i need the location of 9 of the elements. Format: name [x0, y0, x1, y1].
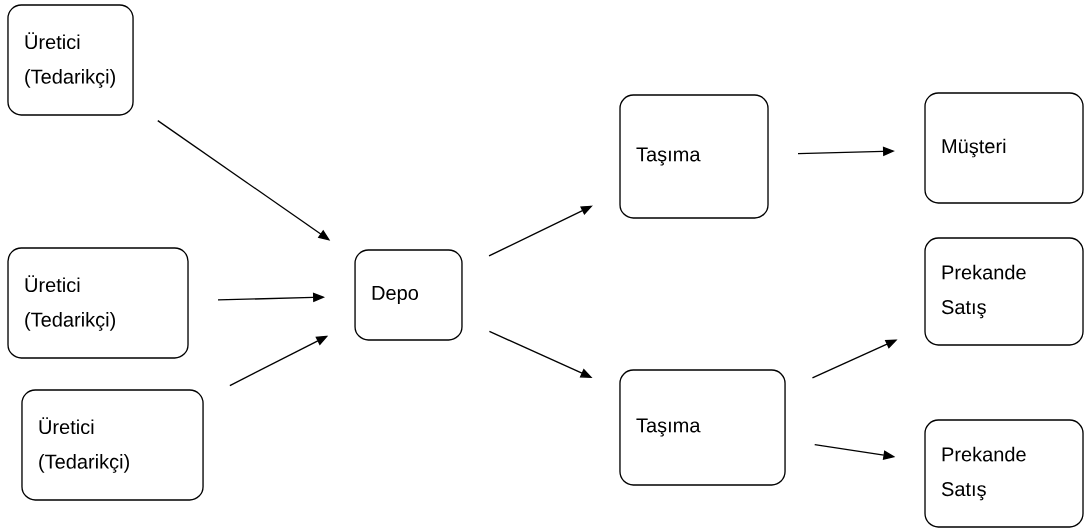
process-box: Üretici (Tedarikçi) — [21, 389, 204, 501]
process-box: Taşıma — [619, 369, 786, 486]
process-box: Depo — [354, 249, 463, 341]
process-box: Üretici (Tedarikçi) — [7, 247, 189, 359]
process-box: Üretici (Tedarikçi) — [7, 4, 134, 116]
process-box: Prekande Satış — [924, 237, 1084, 346]
process-box: Müşteri — [924, 92, 1084, 204]
process-box: Taşıma — [619, 94, 769, 219]
process-box: Prekande Satış — [924, 419, 1084, 528]
